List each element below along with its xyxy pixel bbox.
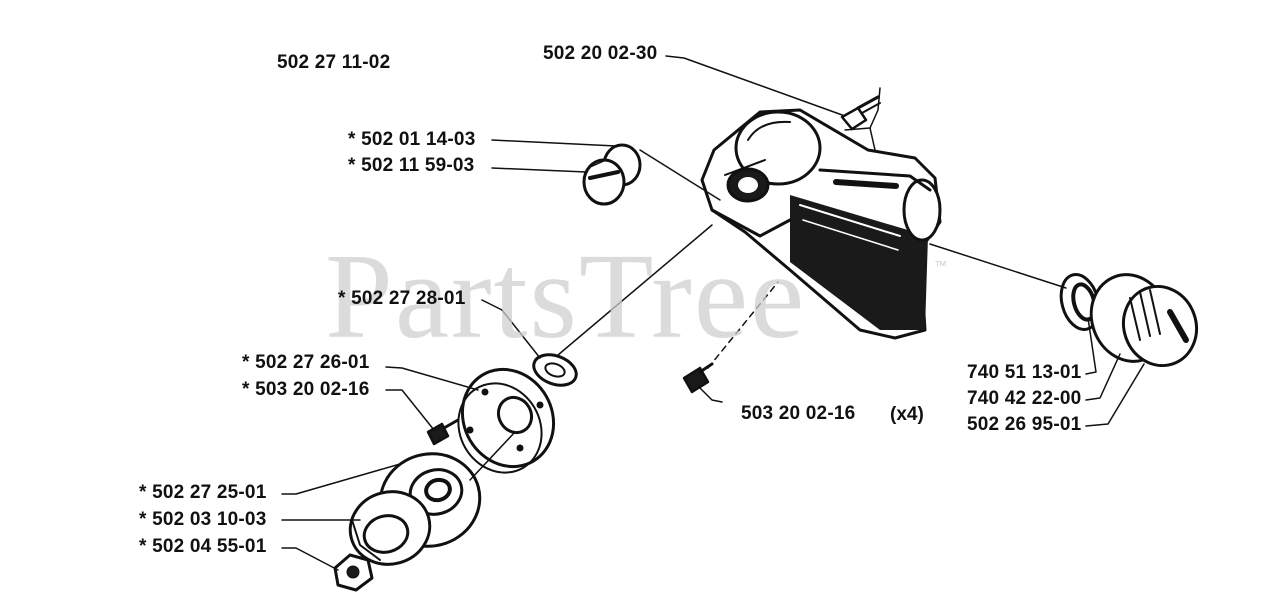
- callout-label: * 502 03 10-03: [139, 509, 267, 530]
- bearing-cap: [1089, 273, 1198, 368]
- callout-label: * 502 27 26-01: [242, 352, 370, 373]
- callout-label: * 502 27 28-01: [338, 288, 466, 309]
- callout-label: 502 20 02-30: [543, 43, 658, 64]
- callout-label: * 502 27 25-01: [139, 482, 267, 503]
- callout-label: 503 20 02-16: [741, 403, 856, 424]
- callout-label: 740 42 22-00: [967, 388, 1082, 409]
- callout-label: * 502 01 14-03: [348, 129, 476, 150]
- watermark-trademark: ™: [934, 258, 947, 273]
- small-screw-flange: [426, 418, 460, 446]
- callout-label: 740 51 13-01: [967, 362, 1082, 383]
- callout-quantity: (x4): [890, 404, 924, 425]
- washer: [532, 353, 578, 387]
- axis-lines: [469, 149, 1067, 481]
- support-cup: [348, 490, 432, 566]
- callout-label: * 503 20 02-16: [242, 379, 370, 400]
- nut: [333, 553, 374, 592]
- upper-flange: [457, 367, 556, 474]
- callout-label: 502 26 95-01: [967, 414, 1082, 435]
- callout-label: * 502 04 55-01: [139, 536, 267, 557]
- gear-housing: [700, 87, 942, 340]
- leader-lines: [281, 55, 1145, 571]
- watermark: PartsTree: [325, 229, 807, 364]
- screw-housing-top: [840, 95, 881, 131]
- assembly-number: 502 27 11-02: [277, 52, 391, 73]
- filler-plug: [582, 143, 642, 206]
- callout-label: * 502 11 59-03: [348, 155, 475, 176]
